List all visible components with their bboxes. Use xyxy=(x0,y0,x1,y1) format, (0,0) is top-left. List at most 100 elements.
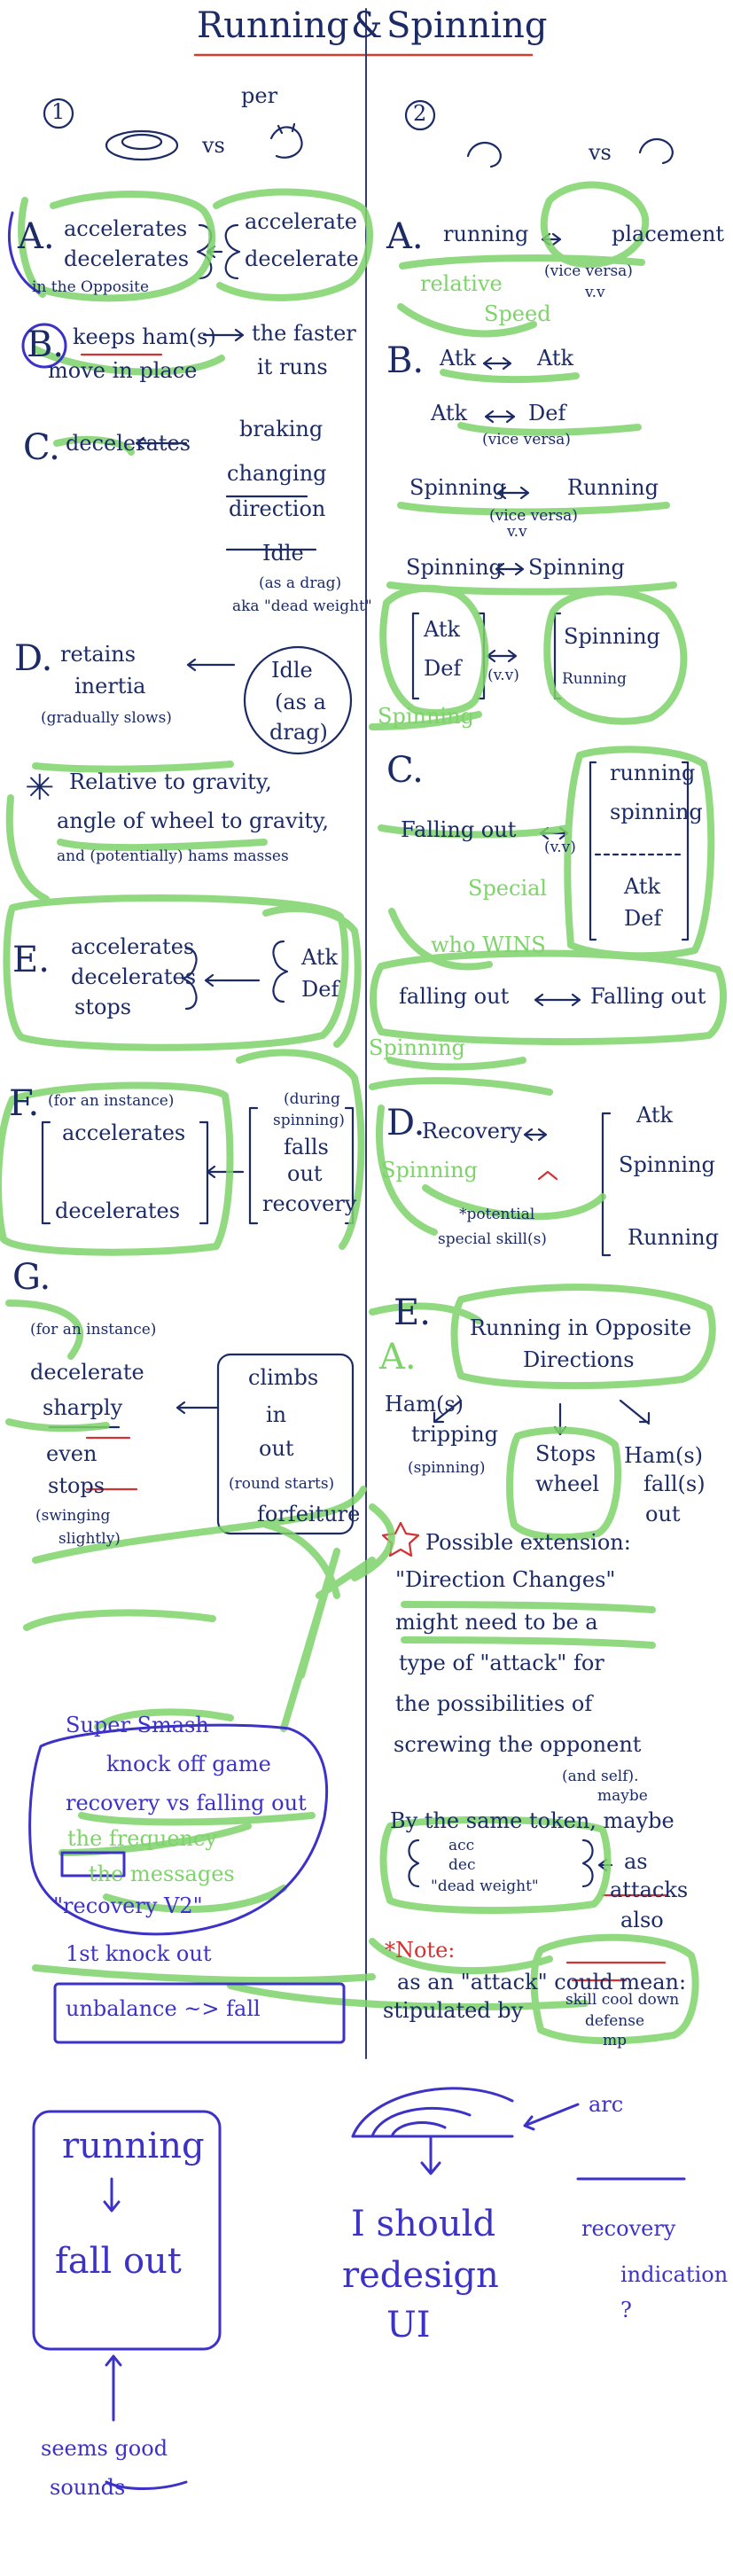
r-e-b2: wheel xyxy=(535,1471,600,1496)
question-mark: ? xyxy=(620,2298,632,2322)
ui-l2: redesign xyxy=(342,2255,499,2296)
r-b-row3d: v.v xyxy=(507,523,527,541)
ext-l5: the possibilities of xyxy=(395,1691,593,1716)
f-r4: out xyxy=(287,1161,323,1186)
title-running: Running xyxy=(197,5,349,46)
note-l3: stipulated by xyxy=(383,1998,524,2023)
g-letter: G. xyxy=(12,1257,51,1298)
ext-l2: "Direction Changes" xyxy=(395,1567,616,1592)
ext-dec: dec xyxy=(448,1856,476,1874)
d-r3: drag) xyxy=(269,720,328,745)
b-r1: the faster xyxy=(252,321,356,346)
r-e-t2: Directions xyxy=(523,1347,635,1372)
f-letter: F. xyxy=(9,1083,40,1124)
ext-l3: might need to be a xyxy=(395,1610,598,1635)
e-l3: stops xyxy=(74,995,132,1019)
ext-acc: acc xyxy=(448,1837,475,1854)
c-r5: (as a drag) xyxy=(259,574,342,592)
c-l1: decelerates xyxy=(66,431,191,456)
title-spinning: Spinning xyxy=(386,5,548,46)
purple-g1: the frequency xyxy=(67,1826,217,1851)
vs-2: vs xyxy=(589,140,612,165)
f-r2: spinning) xyxy=(273,1112,345,1129)
d-l1: retains xyxy=(60,642,136,667)
hamster-icon xyxy=(269,126,303,159)
hamster-icon-2 xyxy=(466,141,502,168)
purple-l4: 1st knock out xyxy=(66,1941,212,1966)
r-e-c3: out xyxy=(645,1502,681,1526)
ui-l3: UI xyxy=(386,2305,431,2346)
purple-l5: unbalance ~> fall xyxy=(66,1996,261,2021)
star-mark: ✳ xyxy=(25,768,55,808)
r-d-l2: *potential xyxy=(459,1206,535,1223)
g-l4: stops xyxy=(48,1473,105,1498)
note-sounds: sounds xyxy=(50,2475,126,2500)
ext-attacks: attacks xyxy=(610,1877,689,1902)
r-c-l1: Falling out xyxy=(401,817,517,842)
c-r3: direction xyxy=(229,496,326,521)
r-e-c1: Ham(s) xyxy=(624,1443,704,1468)
g-l5: (swinging xyxy=(35,1507,111,1525)
purple-l2: recovery vs falling out xyxy=(66,1791,307,1815)
g-r4: (round starts) xyxy=(229,1475,335,1493)
robot-vacuum-icon xyxy=(105,129,179,161)
per-label: per xyxy=(241,83,278,108)
g-l1: decelerate xyxy=(30,1360,144,1385)
r-c-b1: falling out xyxy=(399,984,510,1009)
indication-label: indication xyxy=(620,2262,729,2287)
ext-also: also xyxy=(620,1908,664,1932)
vs-1: vs xyxy=(202,133,225,158)
b-l1: keeps ham(s) xyxy=(73,324,216,349)
note-l5: defense xyxy=(585,2012,645,2030)
idle-drag-circle xyxy=(243,645,353,755)
r-e-a3: (spinning) xyxy=(408,1459,486,1477)
r-b-row5b: Def xyxy=(424,656,462,681)
d-letter: D. xyxy=(14,638,53,679)
r-e-c2: fall(s) xyxy=(643,1471,706,1496)
r-c-b2: Falling out xyxy=(590,984,706,1009)
d-l3: (gradually slows) xyxy=(41,709,172,727)
r-d-l3: special skill(s) xyxy=(438,1230,547,1248)
r-b-row3c: (vice versa) xyxy=(489,507,578,525)
f-r5: recovery xyxy=(262,1191,357,1216)
r-c-g2: who WINS xyxy=(431,933,546,957)
c-r4: Idle xyxy=(262,541,304,566)
ext-l4: type of "attack" for xyxy=(399,1651,604,1675)
g-l0: (for an instance) xyxy=(30,1321,157,1339)
a-letter: A. xyxy=(18,216,55,257)
r-c-r2: spinning xyxy=(610,800,703,824)
r-d-g1: Spinning xyxy=(369,1035,465,1060)
section-1-circle xyxy=(43,98,74,129)
r-e-b1: Stops xyxy=(535,1441,597,1466)
g-r3: out xyxy=(259,1436,294,1461)
r-a-p1: (vice versa) xyxy=(544,262,633,280)
r-b-green: Spinning xyxy=(378,704,474,729)
flow-fall-out: fall out xyxy=(55,2241,182,2282)
purple-g2: the messages xyxy=(89,1862,235,1886)
note-l2: as an "attack" could mean: xyxy=(397,1970,687,1994)
r-a-g1: relative xyxy=(420,271,503,296)
purple-l1: knock off game xyxy=(106,1752,271,1776)
r-a-g2: Speed xyxy=(484,301,551,326)
note-l6: mp xyxy=(603,2032,628,2049)
r-d-r3: Running xyxy=(628,1225,719,1250)
r-c-r1: running xyxy=(610,761,696,785)
r-b-row4b: Spinning xyxy=(528,555,625,580)
r-b-row4a: Spinning xyxy=(406,555,503,580)
ext-dw: "dead weight" xyxy=(431,1877,539,1895)
r-b-row3a: Spinning xyxy=(409,475,506,500)
star-l2: angle of wheel to gravity, xyxy=(57,808,330,833)
c-r2: changing xyxy=(227,461,327,486)
b-r2: it runs xyxy=(257,355,328,379)
r-b-row2a: Atk xyxy=(431,401,468,425)
r-e-ga: A. xyxy=(379,1337,417,1378)
a-l3: in the Opposite xyxy=(32,278,150,296)
r-d-r1: Atk xyxy=(636,1103,674,1128)
c-letter: C. xyxy=(23,427,60,468)
ext-l7: (and self). xyxy=(562,1768,639,1785)
r-e-letter: E. xyxy=(394,1292,431,1333)
note-l4: skill cool down xyxy=(565,1991,680,2009)
r-a-letter: A. xyxy=(386,216,424,257)
